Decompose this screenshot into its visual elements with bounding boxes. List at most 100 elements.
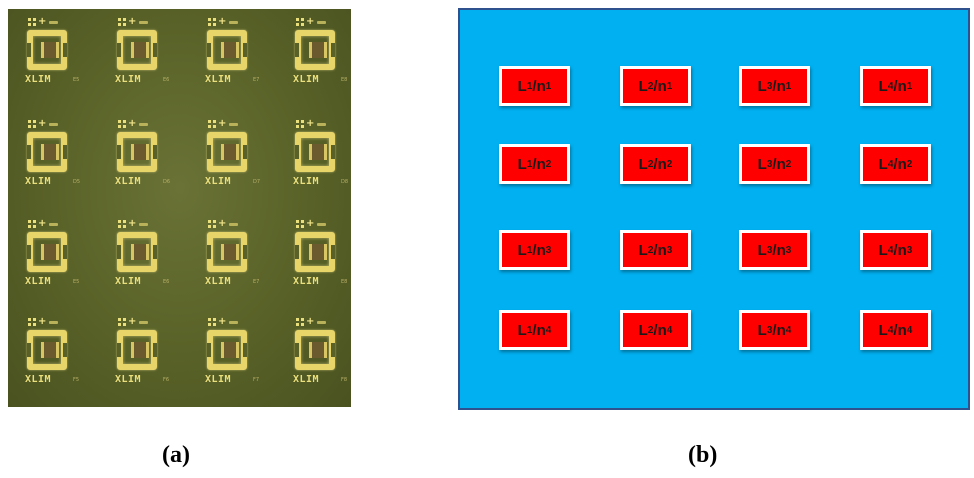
resonator-device	[207, 232, 247, 272]
device-label: XLIM	[25, 374, 52, 385]
alignment-marks: +	[118, 119, 149, 129]
device-cell: + XLIM E5	[23, 219, 95, 301]
resonator-device	[27, 232, 67, 272]
alignment-marks: +	[28, 17, 59, 27]
device-label: XLIM	[115, 276, 142, 287]
device-cell: + XLIM E6	[113, 17, 185, 99]
device-code: E8	[341, 279, 348, 285]
device-code: E5	[73, 279, 80, 285]
device-label: XLIM	[115, 176, 142, 187]
resonator-device	[117, 330, 157, 370]
resonator-device	[117, 30, 157, 70]
alignment-marks: +	[208, 17, 239, 27]
alignment-marks: +	[118, 219, 149, 229]
alignment-marks: +	[296, 17, 327, 27]
alignment-marks: +	[208, 119, 239, 129]
device-label: XLIM	[205, 176, 232, 187]
device-label: XLIM	[25, 74, 52, 85]
resonator-device	[295, 30, 335, 70]
alignment-marks: +	[296, 119, 327, 129]
alignment-marks: +	[118, 17, 149, 27]
resonator-device	[207, 132, 247, 172]
device-label: XLIM	[205, 74, 232, 85]
device-label: XLIM	[293, 276, 320, 287]
device-photo-panel: + XLIM E5 + XLIM E6 + XLIM E7 + XLIM E8 + XLIM D5 + XLIM…	[8, 9, 351, 407]
device-cell: + XLIM D5	[23, 119, 95, 201]
resonator-device	[207, 30, 247, 70]
device-cell: + XLIM E7	[203, 17, 275, 99]
device-label: XLIM	[115, 74, 142, 85]
resonator-device	[27, 30, 67, 70]
device-cell: + XLIM E8	[291, 17, 351, 99]
device-cell: + XLIM F8	[291, 317, 351, 399]
device-cell: + XLIM D7	[203, 119, 275, 201]
device-code: E8	[341, 77, 348, 83]
device-label: XLIM	[293, 74, 320, 85]
resonator-device	[27, 132, 67, 172]
alignment-marks: +	[296, 317, 327, 327]
alignment-marks: +	[208, 219, 239, 229]
caption-b: (b)	[688, 442, 718, 468]
device-code: F5	[73, 377, 80, 383]
device-label: XLIM	[25, 276, 52, 287]
device-label: XLIM	[25, 176, 52, 187]
device-label: XLIM	[293, 176, 320, 187]
device-code: F8	[341, 377, 348, 383]
alignment-marks: +	[28, 219, 59, 229]
device-label: XLIM	[205, 374, 232, 385]
device-code: E7	[253, 77, 260, 83]
resonator-device	[295, 132, 335, 172]
device-code: E5	[73, 77, 80, 83]
resonator-device	[117, 232, 157, 272]
device-cell: + XLIM E7	[203, 219, 275, 301]
device-code: E7	[253, 279, 260, 285]
device-code: D8	[341, 179, 349, 185]
resonator-device	[117, 132, 157, 172]
resonator-device	[27, 330, 67, 370]
device-label: XLIM	[293, 374, 320, 385]
device-cell: + XLIM F7	[203, 317, 275, 399]
device-cell: + XLIM D6	[113, 119, 185, 201]
device-code: D7	[253, 179, 261, 185]
device-label: XLIM	[205, 276, 232, 287]
device-cell: + XLIM E5	[23, 17, 95, 99]
device-code: D5	[73, 179, 81, 185]
device-code: E6	[163, 77, 170, 83]
alignment-marks: +	[28, 119, 59, 129]
device-code: D6	[163, 179, 171, 185]
device-cell: + XLIM F5	[23, 317, 95, 399]
alignment-marks: +	[208, 317, 239, 327]
caption-a: (a)	[162, 442, 190, 468]
alignment-marks: +	[28, 317, 59, 327]
alignment-marks: +	[296, 219, 327, 229]
device-code: F6	[163, 377, 170, 383]
alignment-marks: +	[118, 317, 149, 327]
device-cell: + XLIM D8	[291, 119, 351, 201]
resonator-device	[295, 232, 335, 272]
resonator-device	[295, 330, 335, 370]
device-cell: + XLIM E8	[291, 219, 351, 301]
device-cell: + XLIM F6	[113, 317, 185, 399]
device-label: XLIM	[115, 374, 142, 385]
device-code: F7	[253, 377, 260, 383]
resonator-device	[207, 330, 247, 370]
device-cell: + XLIM E6	[113, 219, 185, 301]
device-code: E6	[163, 279, 170, 285]
